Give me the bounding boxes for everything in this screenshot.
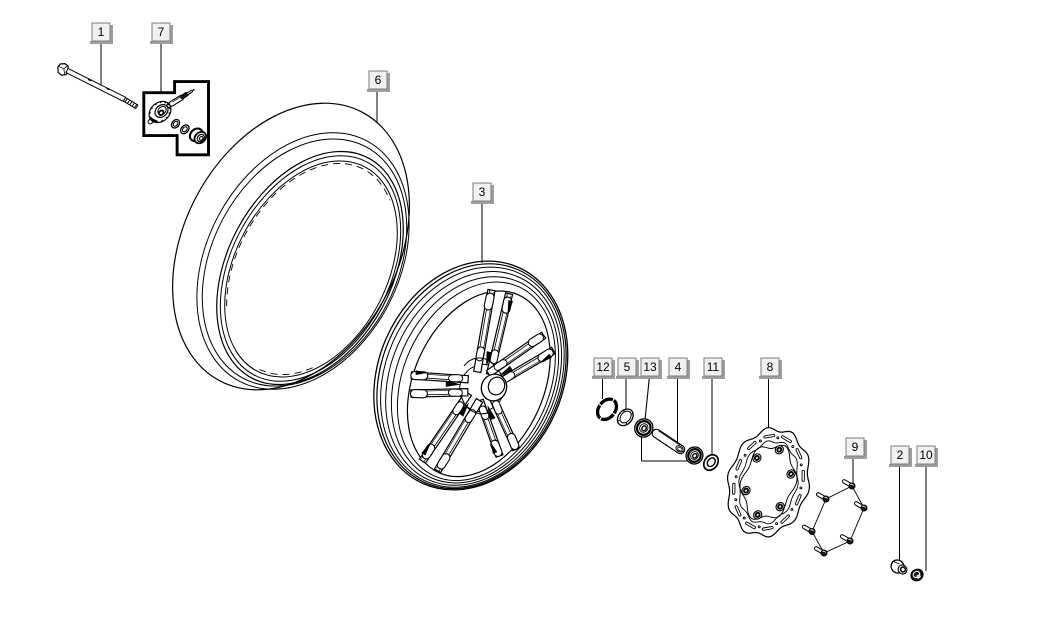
- svg-text:9: 9: [852, 440, 859, 454]
- svg-text:8: 8: [767, 360, 774, 374]
- svg-text:10: 10: [919, 448, 933, 462]
- svg-text:1: 1: [98, 25, 105, 39]
- svg-text:5: 5: [624, 360, 631, 374]
- svg-text:13: 13: [643, 360, 657, 374]
- svg-text:4: 4: [675, 360, 682, 374]
- svg-text:3: 3: [479, 185, 486, 199]
- svg-text:7: 7: [158, 25, 165, 39]
- svg-text:11: 11: [707, 360, 720, 374]
- svg-text:6: 6: [375, 73, 382, 87]
- svg-text:2: 2: [897, 448, 904, 462]
- svg-text:12: 12: [596, 360, 610, 374]
